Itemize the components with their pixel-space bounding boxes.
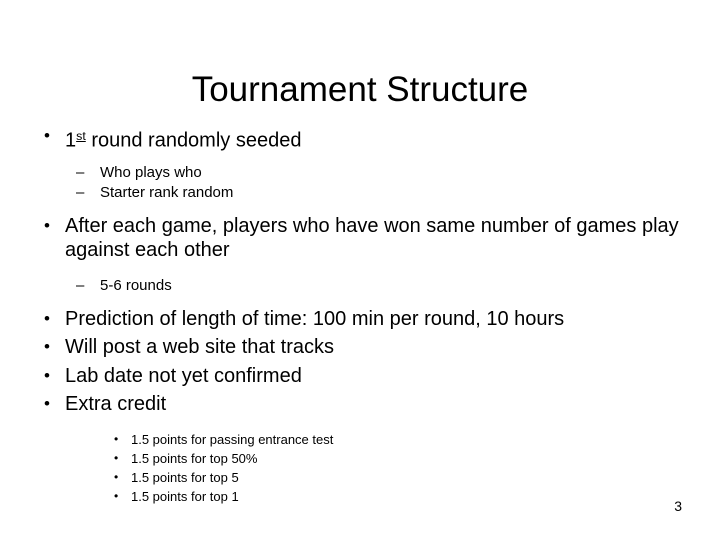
bullet-marker: •	[114, 488, 119, 503]
bullet-item: • 1.5 points for top 50%	[0, 449, 720, 468]
bullet-text-suffix: round randomly seeded	[85, 129, 302, 152]
bullet-text: Prediction of length of time: 100 min pe…	[65, 307, 565, 330]
bullet-text: Who plays who	[100, 163, 202, 181]
bullet-text: 1st round randomly seeded	[65, 124, 682, 153]
bullet-item: – 5-6 rounds	[0, 276, 720, 296]
bullet-marker: •	[44, 365, 50, 385]
bullet-item: • Will post a web site that tracks	[0, 335, 720, 360]
bullet-item: • 1.5 points for top 5	[0, 468, 720, 487]
spacer	[0, 267, 720, 276]
bullet-marker: –	[76, 276, 85, 294]
bullet-text: After each game, players who have won sa…	[65, 214, 679, 262]
bullet-item: • Prediction of length of time: 100 min …	[0, 307, 720, 332]
page-number: 3	[674, 498, 682, 514]
bullet-text: Extra credit	[65, 393, 167, 416]
bullet-text: Will post a web site that tracks	[65, 336, 334, 359]
bullet-text: Lab date not yet confirmed	[65, 364, 302, 387]
bullet-marker: •	[114, 469, 119, 484]
bullet-item: – Starter rank random	[0, 183, 720, 203]
bullet-text: 1.5 points for top 50%	[131, 450, 258, 466]
bullet-marker: •	[44, 215, 50, 235]
bullet-item: • After each game, players who have won …	[0, 214, 720, 263]
bullet-item: • Lab date not yet confirmed	[0, 364, 720, 389]
bullet-text: 1.5 points for top 5	[131, 469, 239, 485]
bullet-text: Starter rank random	[100, 183, 234, 201]
spacer	[0, 421, 720, 430]
bullet-marker: •	[114, 431, 119, 446]
bullet-marker: •	[44, 308, 50, 328]
bullet-text: 1.5 points for top 1	[131, 488, 239, 504]
spacer	[0, 203, 720, 214]
bullet-marker: –	[76, 163, 85, 181]
bullet-marker: •	[44, 126, 50, 145]
bullet-text: 1.5 points for passing entrance test	[131, 431, 334, 447]
ordinal-superscript: st	[76, 129, 86, 143]
bullet-text: 5-6 rounds	[100, 276, 172, 294]
bullet-item: • 1st round randomly seeded	[0, 124, 720, 153]
slide-body: • 1st round randomly seeded – Who plays …	[0, 124, 720, 506]
bullet-item: – Who plays who	[0, 163, 720, 183]
bullet-marker: •	[44, 337, 50, 357]
bullet-marker: •	[114, 450, 119, 465]
bullet-marker: –	[76, 183, 85, 201]
bullet-text-prefix: 1	[65, 129, 77, 152]
bullet-item: • Extra credit	[0, 392, 720, 417]
bullet-item: • 1.5 points for top 1	[0, 487, 720, 506]
bullet-marker: •	[44, 394, 50, 414]
bullet-item: • 1.5 points for passing entrance test	[0, 430, 720, 449]
page-title: Tournament Structure	[191, 70, 529, 110]
spacer	[0, 296, 720, 307]
